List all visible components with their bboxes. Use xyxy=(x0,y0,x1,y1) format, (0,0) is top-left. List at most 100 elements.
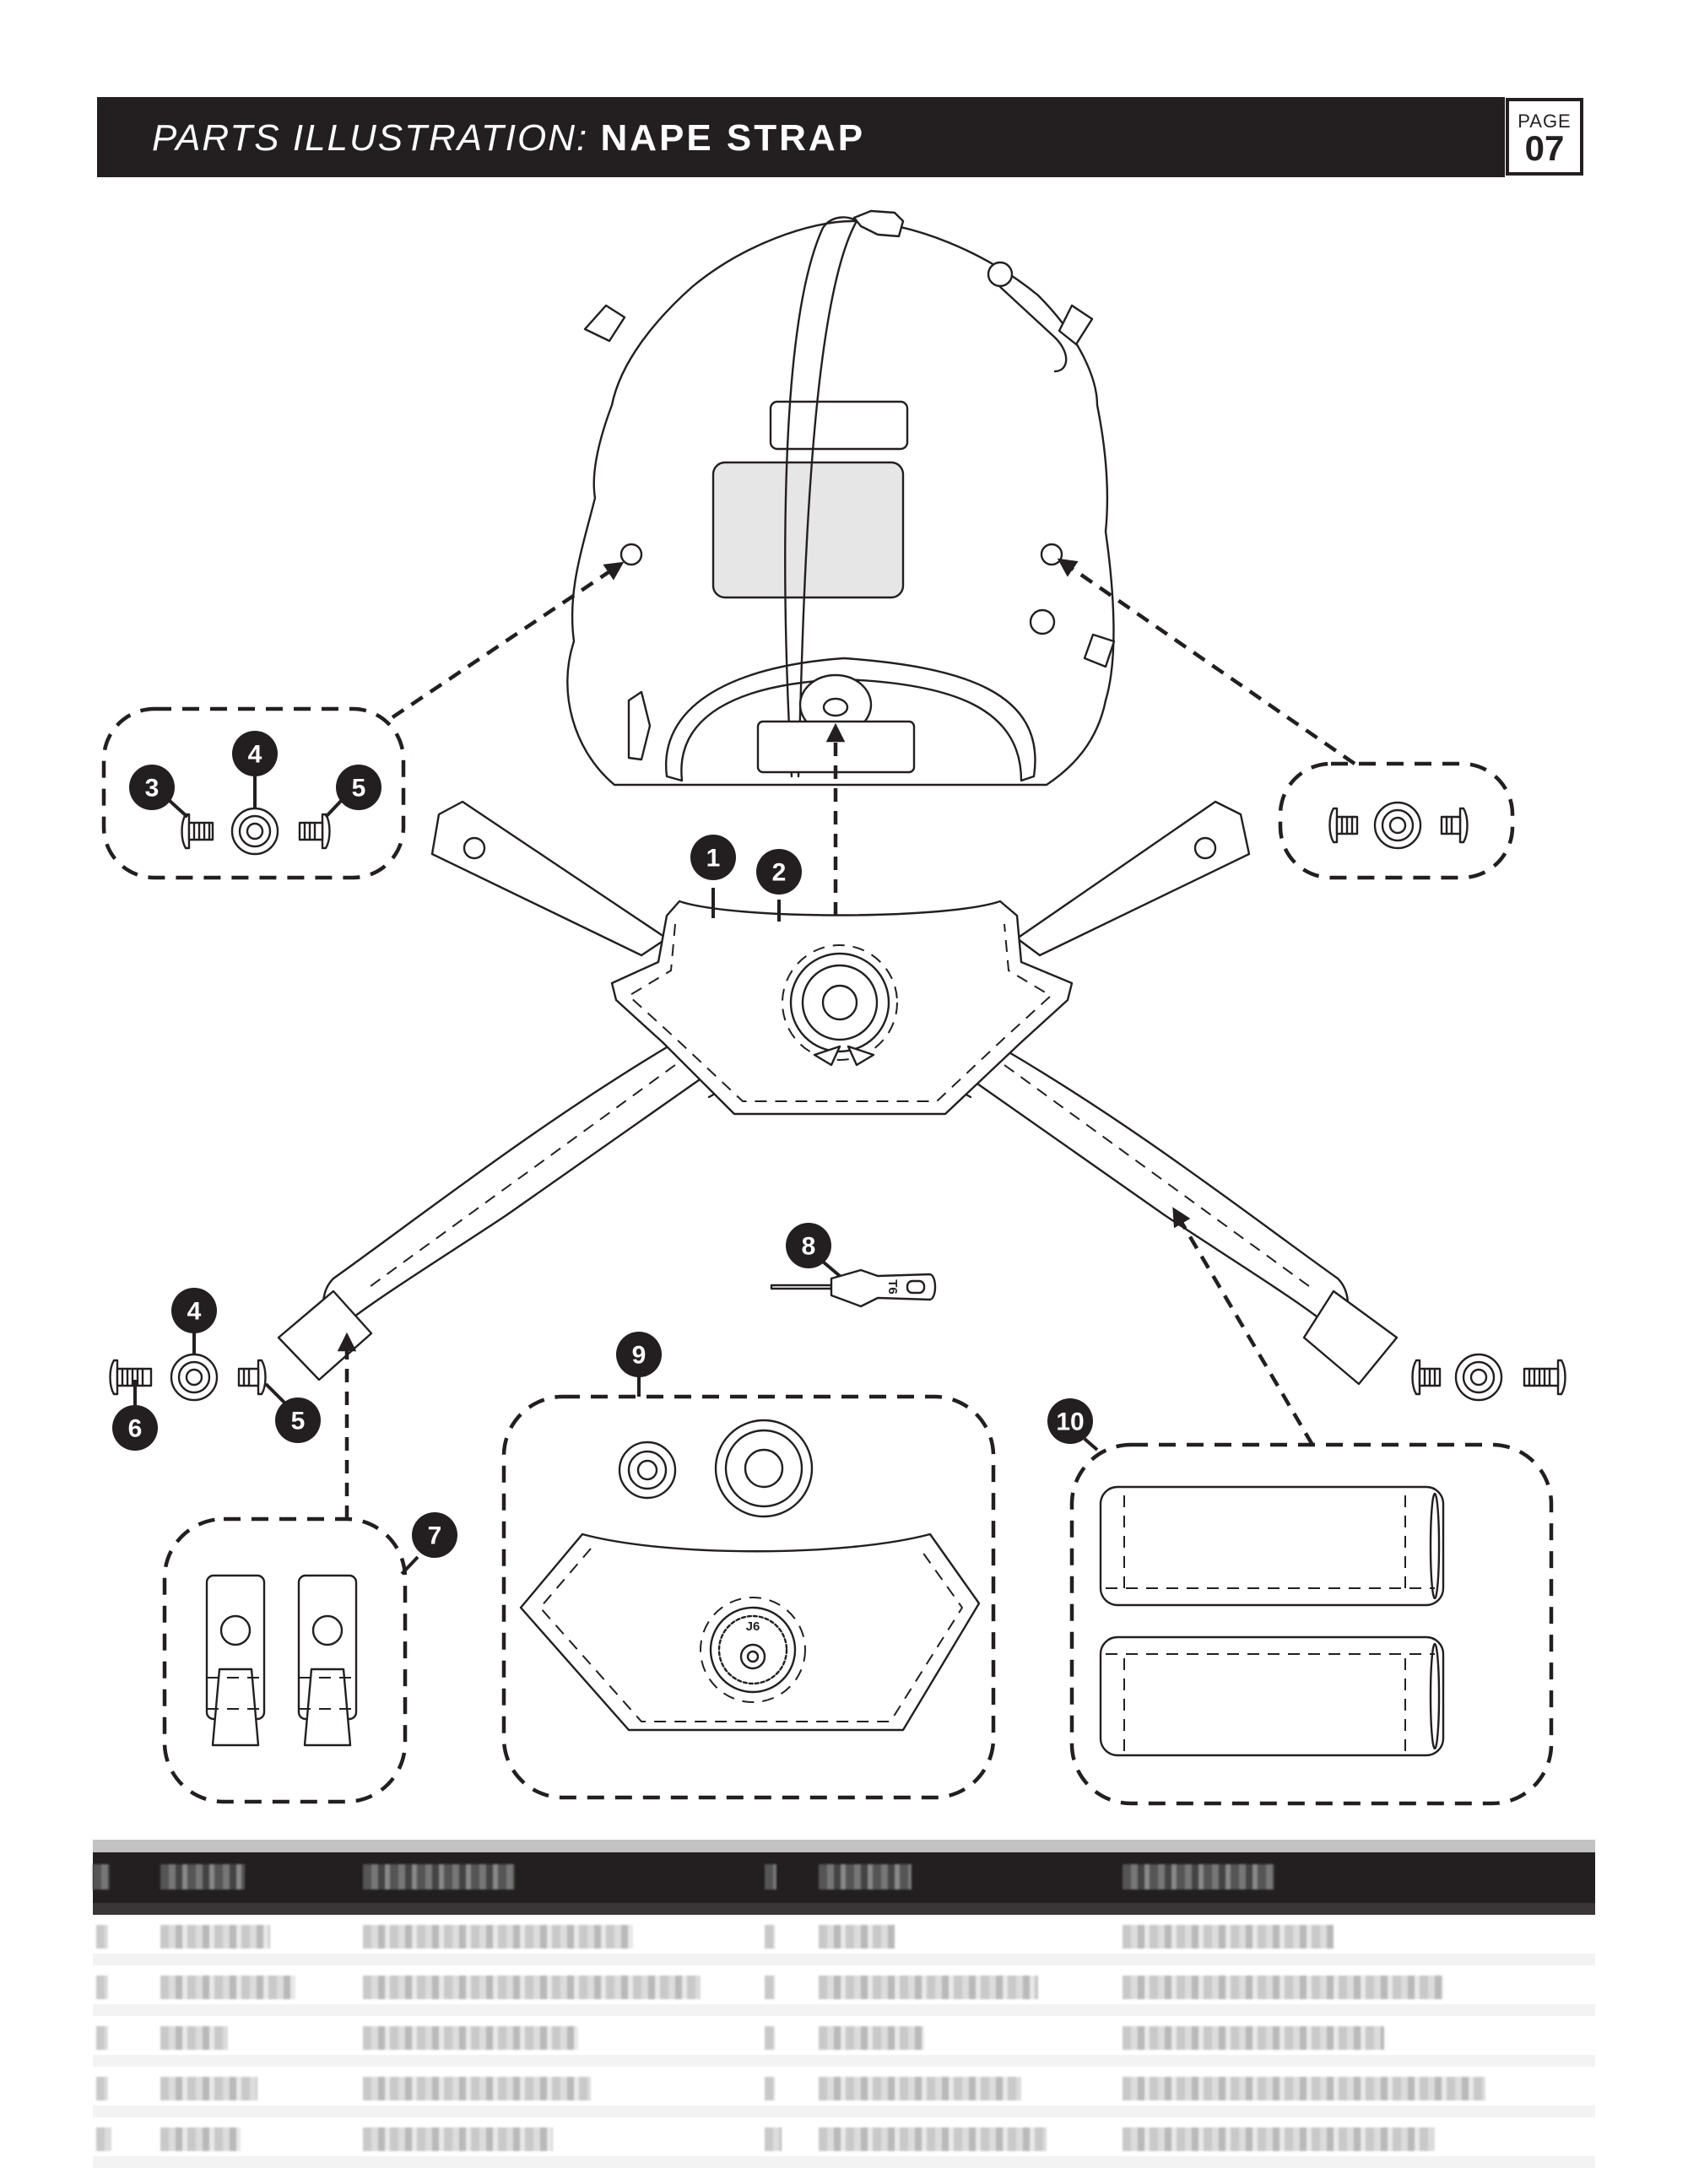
parts-table: # Part No. Description # Part No. Descri… xyxy=(93,1840,1595,2168)
callout-group-strap-end-tabs: 7 xyxy=(162,1512,457,1804)
tool-handle xyxy=(830,1268,937,1308)
lower-strap-right xyxy=(961,1041,1350,1327)
helmet-top-connector xyxy=(852,209,905,238)
table-row xyxy=(93,1915,1595,1965)
end-tab-icon xyxy=(205,1574,266,1747)
header-cell: Description xyxy=(1114,1852,1595,1903)
callout-badge-8: 8 xyxy=(786,1223,831,1268)
callout-group-helmet-hardware-left: 3 4 5 xyxy=(101,706,406,880)
callout-badge-6: 6 xyxy=(112,1405,158,1451)
helmet-rear-rim xyxy=(664,657,1036,782)
callout-group-adjustment-tool: T6 8 xyxy=(770,1223,937,1308)
nape-strap-assembly: 1 2 xyxy=(277,800,1399,1386)
upper-strap-left xyxy=(430,800,668,957)
svg-text:5: 5 xyxy=(291,1408,306,1435)
callout-badge-7: 7 xyxy=(412,1512,457,1558)
helmet-right-bump xyxy=(1058,304,1094,346)
dashed-callout-box xyxy=(162,1516,408,1804)
nape-dial xyxy=(789,952,890,1053)
strap-pad-icon xyxy=(1099,1485,1445,1607)
svg-text:9: 9 xyxy=(632,1342,647,1370)
header-cell: Part No. xyxy=(810,1852,1114,1903)
header-cell: # xyxy=(760,1852,810,1903)
page-label: PAGE xyxy=(1518,111,1572,132)
lower-strap-left xyxy=(322,1041,711,1327)
knob-marking: J6 xyxy=(746,1619,760,1634)
washer-icon xyxy=(170,1353,219,1402)
header-cell: # xyxy=(93,1852,152,1903)
dial-cap-icon xyxy=(714,1419,814,1518)
screw-icon xyxy=(1440,807,1469,844)
svg-text:8: 8 xyxy=(802,1233,816,1261)
lower-strap-left-tab xyxy=(277,1289,373,1381)
callout-badge-2: 2 xyxy=(756,849,802,895)
upper-strap-right xyxy=(1015,800,1251,957)
lower-strap-right-tab xyxy=(1302,1289,1399,1386)
screw-icon xyxy=(1523,1359,1566,1396)
washer-icon xyxy=(1454,1353,1503,1402)
svg-text:2: 2 xyxy=(772,859,787,887)
dashed-callout-box xyxy=(101,706,406,880)
helmet-side-jack xyxy=(987,261,1014,288)
callout-badge-4: 4 xyxy=(171,1288,217,1333)
svg-text:6: 6 xyxy=(128,1415,143,1443)
svg-text:10: 10 xyxy=(1056,1408,1084,1436)
page-title: PARTS ILLUSTRATION: NAPE STRAP xyxy=(152,117,865,159)
callout-group-strap-hardware-right xyxy=(1411,1353,1566,1402)
screw-icon xyxy=(237,1359,267,1396)
helmet-cord-clip xyxy=(1083,633,1116,668)
screw-icon xyxy=(109,1359,153,1396)
table-top-rule xyxy=(93,1840,1595,1852)
svg-text:4: 4 xyxy=(248,741,262,769)
callout-badge-1: 1 xyxy=(690,835,736,880)
callout-badge-9: 9 xyxy=(616,1332,662,1377)
tool-shaft xyxy=(770,1284,833,1290)
callout-badge-5: 5 xyxy=(336,765,381,810)
table-header-row: # Part No. Description # Part No. Descri… xyxy=(93,1852,1595,1915)
table-row xyxy=(93,2117,1595,2168)
svg-text:1: 1 xyxy=(706,845,721,873)
callout-group-dial-kit: 9 J6 xyxy=(501,1332,996,1800)
dashed-callout-box xyxy=(1069,1442,1554,1806)
leader-right-hardware xyxy=(1057,558,1356,765)
screw-icon xyxy=(298,813,331,850)
callout-group-strap-pads: 10 xyxy=(1047,1398,1554,1806)
helmet-side-loop xyxy=(998,285,1068,373)
helmet-label-patch xyxy=(769,400,909,451)
callout-badge-4: 4 xyxy=(232,731,278,776)
title-subject: NAPE STRAP xyxy=(600,117,866,159)
table-row xyxy=(93,2067,1595,2117)
dial-base-icon xyxy=(618,1441,677,1500)
helmet-left-bump xyxy=(583,304,626,343)
header-cell: Part No. xyxy=(152,1852,354,1903)
helmet-screw-left xyxy=(619,543,643,566)
svg-text:7: 7 xyxy=(428,1522,442,1550)
table-row xyxy=(93,1965,1595,2016)
helmet-plug xyxy=(627,690,652,761)
dashed-callout-box xyxy=(1278,761,1515,880)
screw-icon xyxy=(181,813,214,850)
table-row xyxy=(93,2016,1595,2067)
callout-group-strap-hardware-left: 4 5 6 xyxy=(109,1288,321,1451)
strap-pad-icon xyxy=(1099,1635,1445,1757)
end-tab-icon xyxy=(297,1574,358,1747)
callout-badge-10: 10 xyxy=(1047,1398,1093,1444)
screw-icon xyxy=(1411,1359,1442,1396)
header-bar xyxy=(97,97,1505,177)
title-prefix: PARTS ILLUSTRATION: xyxy=(152,117,589,159)
header-cell: Description xyxy=(354,1852,760,1903)
svg-text:3: 3 xyxy=(145,775,160,803)
callout-badge-3: 3 xyxy=(129,765,175,810)
helmet xyxy=(566,209,1116,787)
page-number-box: PAGE 07 xyxy=(1506,98,1583,176)
washer-icon xyxy=(230,807,279,856)
svg-text:4: 4 xyxy=(187,1298,202,1326)
svg-text:5: 5 xyxy=(352,775,366,803)
helmet-screw-right xyxy=(1040,543,1063,566)
page-number: 07 xyxy=(1524,128,1565,168)
helmet-nut-right xyxy=(1029,608,1056,635)
tool-marking: T6 xyxy=(885,1279,900,1295)
ratchet-knob xyxy=(709,1606,797,1694)
helmet-cable xyxy=(784,216,858,778)
